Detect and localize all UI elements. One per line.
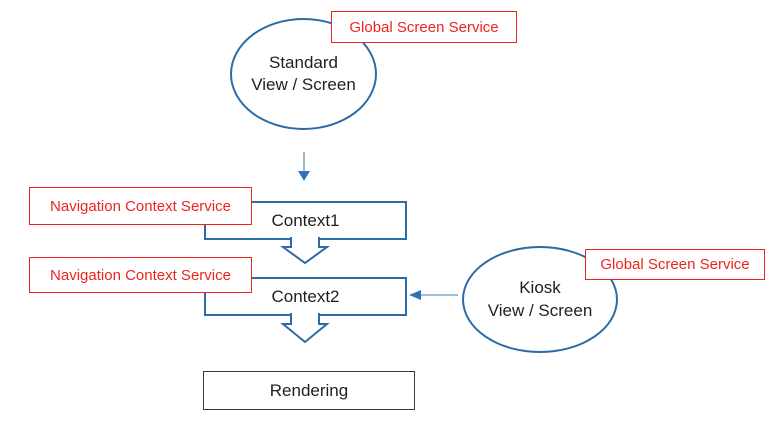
hollow-arrow-context1-to-context2-icon <box>279 237 331 265</box>
annotation-navigation-context-service-2-label: Navigation Context Service <box>50 266 231 284</box>
standard-view-screen-label-line1: Standard <box>269 52 338 72</box>
rendering-label: Rendering <box>269 380 349 400</box>
kiosk-view-screen-label-line2: View / Screen <box>487 300 593 320</box>
annotation-global-screen-service-top-label: Global Screen Service <box>349 18 499 36</box>
annotation-navigation-context-service-2: Navigation Context Service <box>29 257 252 293</box>
annotation-global-screen-service-right: Global Screen Service <box>585 249 765 280</box>
arrow-kiosk-to-context2-icon <box>409 290 458 300</box>
arrow-standard-to-context1-icon <box>298 152 310 181</box>
annotation-navigation-context-service-1-label: Navigation Context Service <box>50 197 231 215</box>
standard-view-screen-label-line2: View / Screen <box>251 75 356 94</box>
annotation-global-screen-service-top: Global Screen Service <box>331 11 517 43</box>
annotation-navigation-context-service-1: Navigation Context Service <box>29 187 252 225</box>
context1-label: Context1 <box>271 210 340 230</box>
kiosk-view-screen-label-line1: Kiosk <box>519 278 561 298</box>
rendering-node: Rendering <box>203 371 415 410</box>
context2-label: Context2 <box>271 286 340 306</box>
annotation-global-screen-service-right-label: Global Screen Service <box>600 256 750 273</box>
hollow-arrow-context2-to-rendering-icon <box>280 313 330 344</box>
